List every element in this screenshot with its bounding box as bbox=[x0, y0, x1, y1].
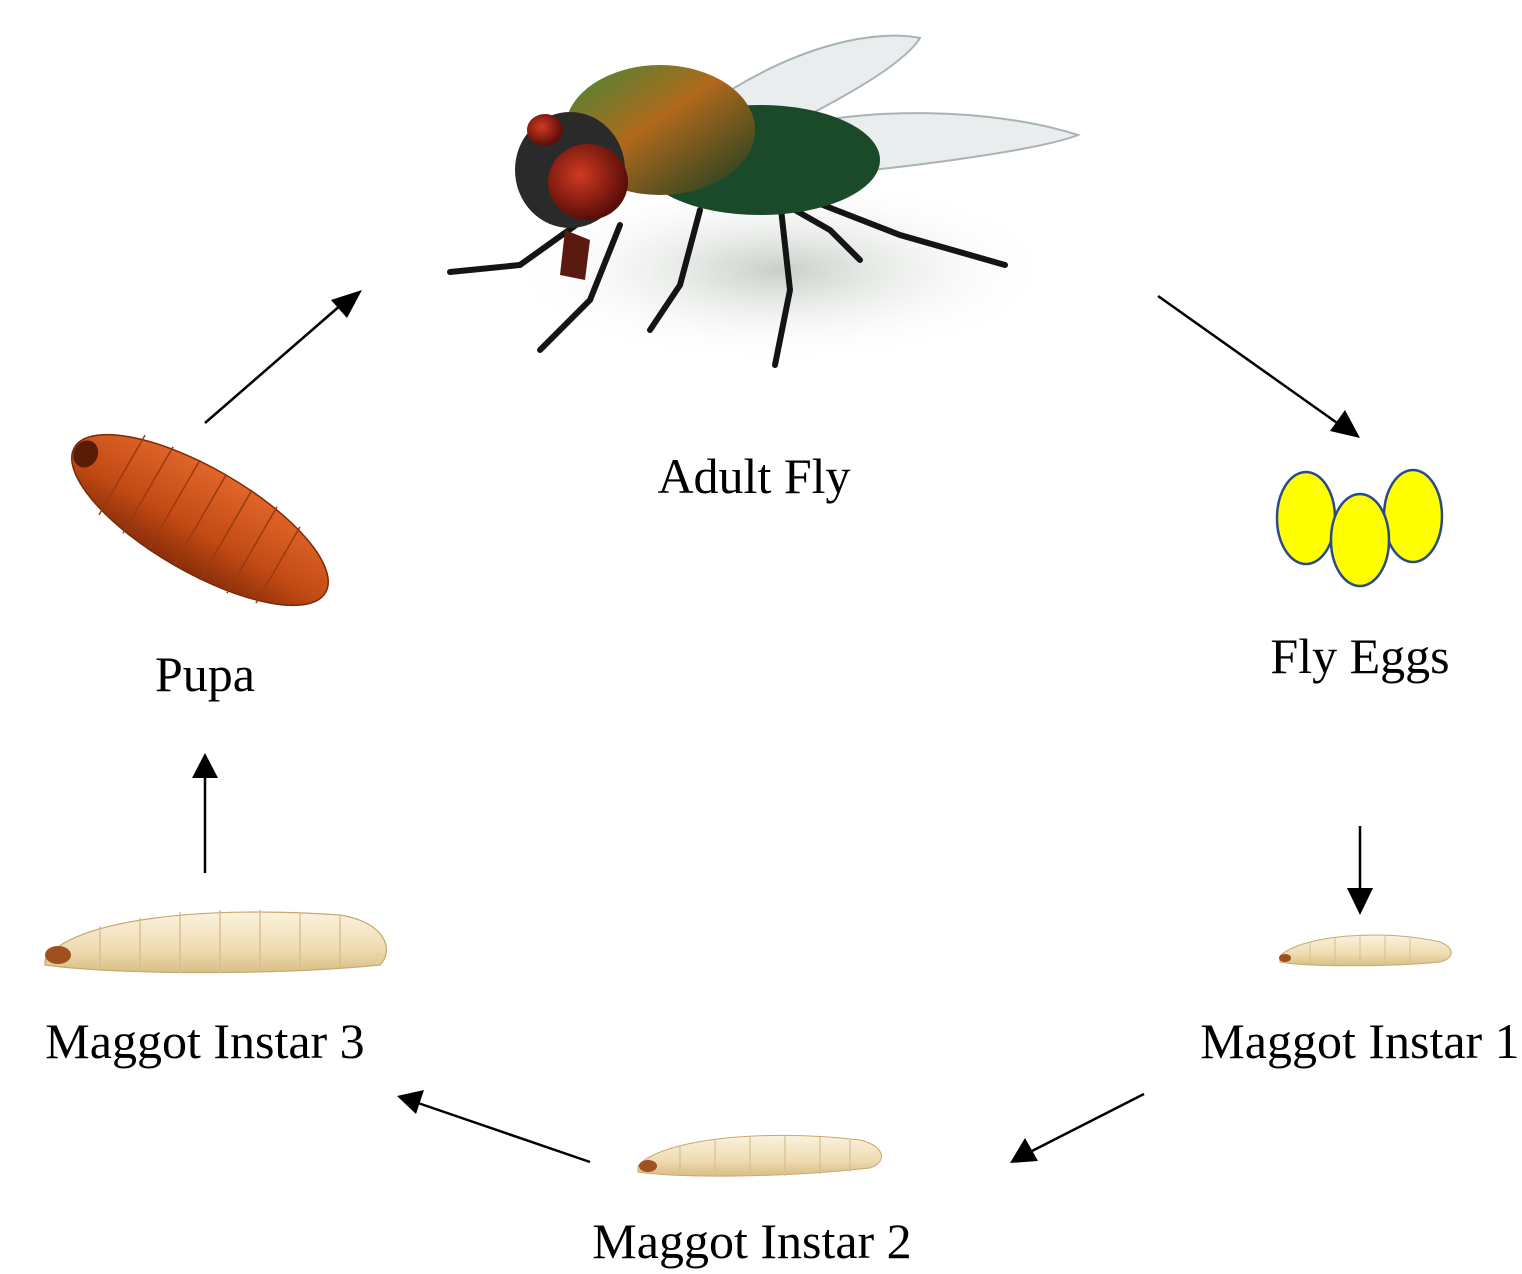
maggot-instar-1-image bbox=[1279, 935, 1451, 966]
maggot-instar-2-image bbox=[638, 1135, 881, 1176]
arrow-instar-1-to-instar-2 bbox=[1010, 1094, 1144, 1163]
arrow-pupa-to-adult bbox=[205, 290, 362, 423]
pupa-label: Pupa bbox=[155, 646, 255, 702]
arrow-instar-2-to-instar-3 bbox=[397, 1090, 590, 1162]
egg bbox=[1277, 472, 1335, 564]
maggot-instar-3-image bbox=[45, 910, 387, 973]
fly-eggs-image bbox=[1277, 470, 1442, 586]
adult-fly-label: Adult Fly bbox=[657, 448, 850, 504]
fly-eggs-label: Fly Eggs bbox=[1270, 628, 1449, 684]
maggot-instar-2-label: Maggot Instar 2 bbox=[592, 1213, 911, 1269]
arrow-adult-to-eggs bbox=[1158, 296, 1360, 438]
egg bbox=[1384, 470, 1442, 562]
arrow-instar-3-to-pupa bbox=[192, 753, 218, 873]
egg bbox=[1331, 494, 1389, 586]
arrow-eggs-to-instar-1 bbox=[1347, 826, 1373, 915]
maggot-instar-3-label: Maggot Instar 3 bbox=[45, 1013, 364, 1069]
adult-fly-image bbox=[450, 36, 1078, 365]
pupa-image bbox=[48, 402, 351, 637]
maggot-instar-1-label: Maggot Instar 1 bbox=[1200, 1013, 1519, 1069]
